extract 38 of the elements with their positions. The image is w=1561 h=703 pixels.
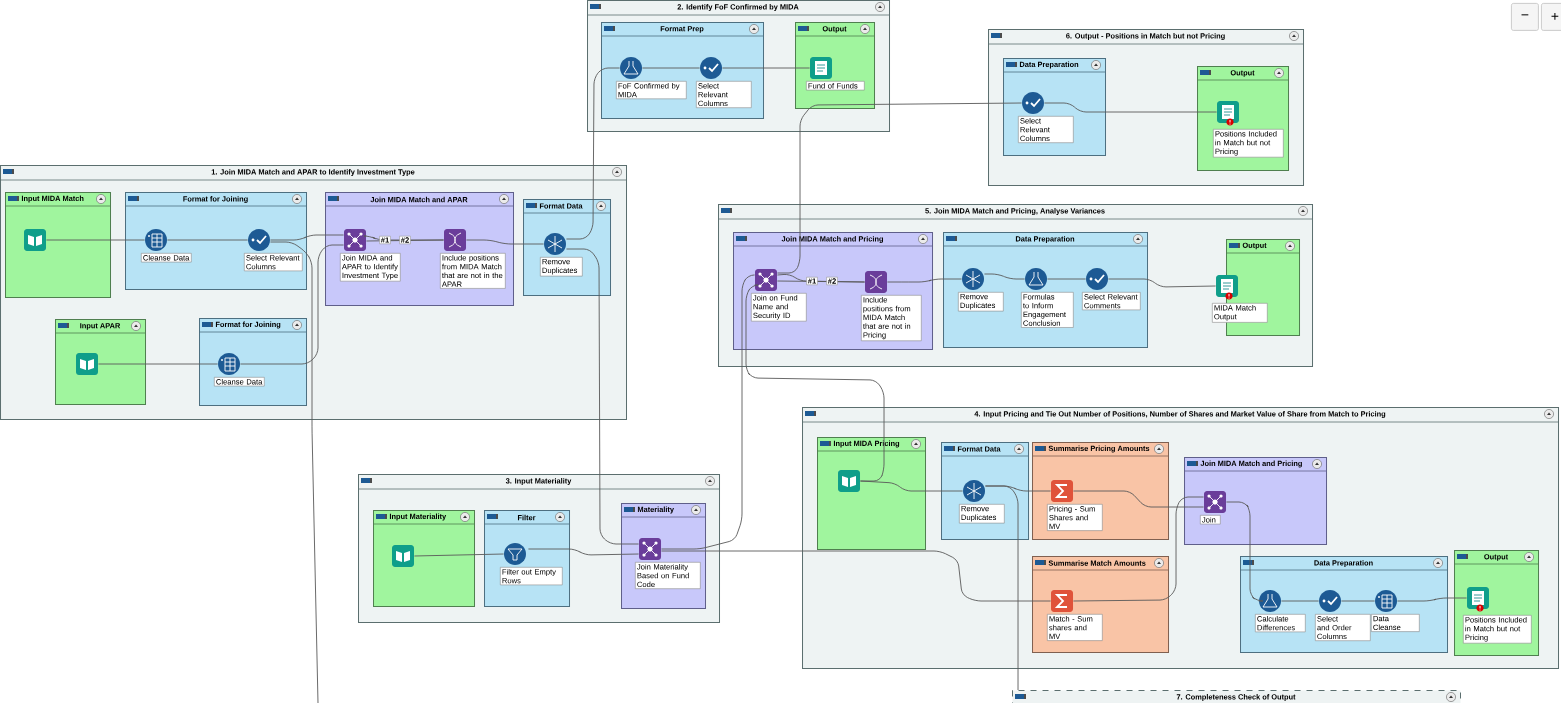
connector	[365, 239, 445, 242]
connector	[166, 239, 249, 241]
connector	[660, 274, 756, 550]
connector	[1280, 600, 1320, 602]
tool-icon	[76, 353, 98, 375]
connector	[269, 241, 319, 703]
connector	[1043, 102, 1218, 113]
connector	[1046, 278, 1087, 280]
connector	[1107, 278, 1217, 288]
connector	[565, 67, 621, 240]
connector	[413, 553, 505, 557]
tool-icon	[392, 545, 414, 567]
connector	[45, 239, 146, 241]
connector	[527, 548, 640, 556]
connector	[641, 67, 701, 69]
zoom-button: +	[1541, 3, 1561, 31]
connector	[465, 239, 545, 245]
connector	[859, 480, 964, 492]
connector	[776, 280, 866, 283]
connector	[1072, 490, 1205, 508]
connector	[1225, 501, 1264, 602]
connector	[984, 485, 1019, 691]
connector	[1396, 597, 1468, 602]
zoom-button: −	[1511, 3, 1539, 31]
connector	[1072, 496, 1205, 602]
connector	[97, 363, 219, 365]
connector	[983, 273, 1026, 280]
connector	[745, 284, 885, 482]
connector	[886, 278, 963, 283]
connector	[721, 67, 811, 69]
connector	[565, 248, 640, 545]
connector	[269, 234, 345, 241]
connector	[1340, 600, 1376, 602]
connector	[660, 550, 1052, 602]
connector	[239, 244, 345, 365]
connector	[776, 102, 1023, 274]
tool-icon	[24, 229, 46, 251]
tool-icon	[838, 470, 860, 492]
